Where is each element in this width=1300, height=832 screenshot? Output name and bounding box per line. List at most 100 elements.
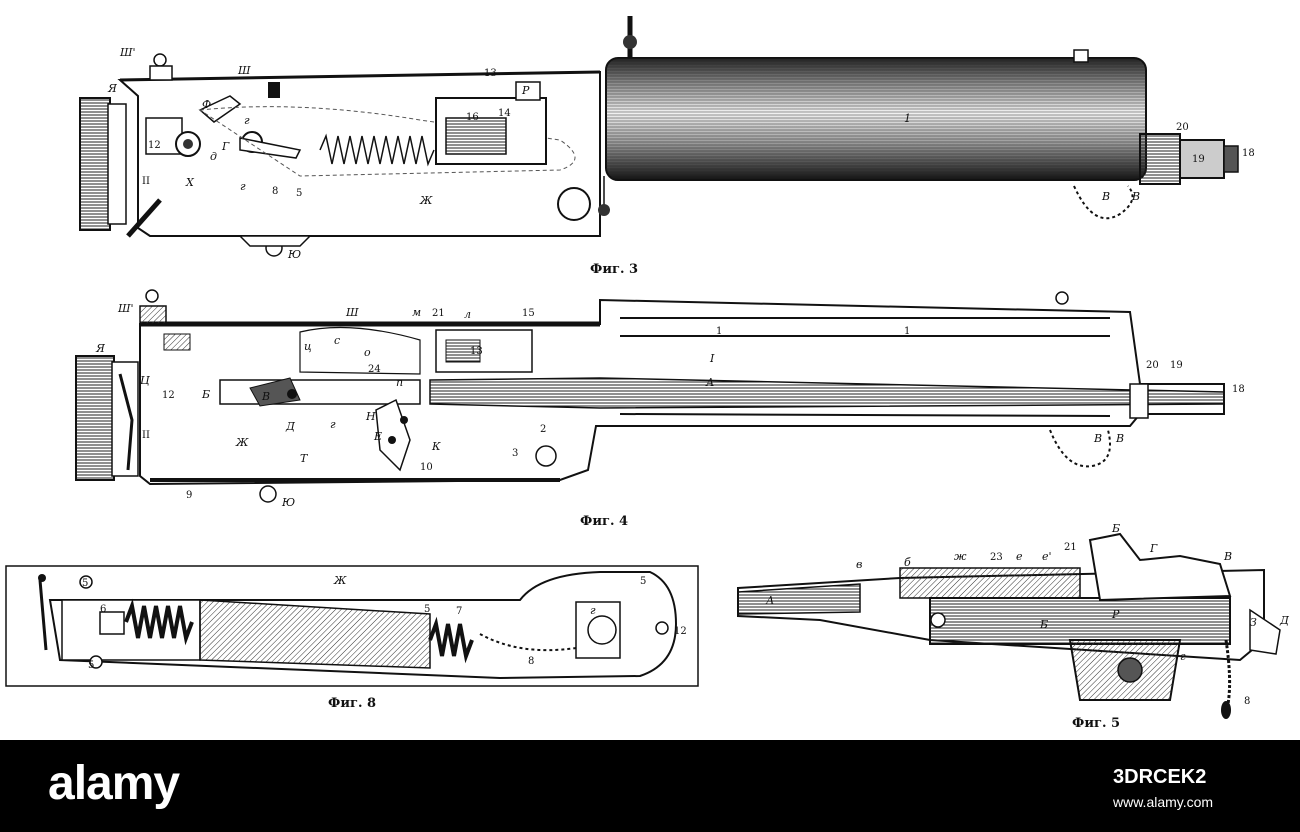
fig3-label-11: II (142, 176, 150, 187)
fig5-label-4: 23 (990, 552, 1003, 563)
fig4-label-29: 1 (904, 326, 910, 337)
source-url: www.alamy.com (1113, 794, 1214, 810)
fig4-label-27: 2 (540, 424, 546, 435)
fig4-label-28: 1 (716, 326, 722, 337)
fig8-label-5: 7 (456, 606, 462, 617)
fig4-label-32: 20 (1146, 360, 1159, 371)
fig3-label-5: Ф (202, 98, 211, 111)
fig3-label-1: Ш (237, 64, 251, 77)
fig3-label-7: Г (221, 140, 230, 153)
fig8-label-1: Ж (333, 574, 347, 587)
fig3-label-0: Ш' (119, 46, 136, 59)
fig4-label-30: I (709, 352, 715, 365)
fig3-label-23: 16 (466, 112, 479, 123)
stock-watermark-footer: alamy 3DRCEK2 www.alamy.com (0, 740, 1300, 832)
figure-8-drawing (5, 565, 699, 687)
fig5-label-3: ж (954, 550, 967, 563)
fig5-label-2: б (904, 556, 911, 569)
fig3-label-20: В (1101, 190, 1110, 203)
fig5-label-12: Р (1111, 608, 1120, 621)
figure-4-drawing (75, 289, 1225, 503)
fig5-label-5: е (1016, 550, 1023, 563)
fig4-label-38: п (396, 376, 403, 389)
fig4-label-24: 9 (186, 490, 192, 501)
fig4-label-35: В (1093, 432, 1102, 445)
figure-5-labels: А в б ж 23 е е' 21 Б Г В Б Р З Д г 8 (765, 522, 1290, 707)
fig4-label-37: 13 (470, 346, 483, 357)
fig3-label-24: 14 (498, 108, 511, 119)
fig3-label-18: 19 (1192, 154, 1205, 165)
fig3-label-9: д (210, 150, 217, 163)
fig4-label-8: Ц (140, 374, 150, 387)
fig4-label-31: А (705, 376, 714, 389)
figure-3-drawing (79, 16, 1239, 257)
fig4-label-21: II (142, 430, 150, 441)
fig4-label-33: 19 (1170, 360, 1183, 371)
fig5-label-1: в (856, 558, 862, 571)
figure-5-caption: Фиг. 5 (1072, 716, 1121, 731)
fig5-label-15: г (1180, 650, 1186, 663)
fig3-label-8: 12 (148, 140, 161, 151)
fig3-label-22: Ю (287, 248, 301, 261)
fig4-label-5: 15 (522, 308, 535, 319)
fig5-label-16: 8 (1244, 696, 1250, 707)
fig8-label-3: 6 (100, 604, 106, 615)
fig8-label-4: 5 (424, 604, 430, 615)
figure-4-labels: Ш' Ш м 21 л 15 Я ц Ц с о 24 12 Б В Д г Н… (95, 302, 1245, 509)
fig4-label-20: 10 (420, 462, 433, 473)
figure-8-caption: Фиг. 8 (328, 696, 377, 711)
fig4-label-1: Ш (345, 306, 359, 319)
fig5-label-11: Б (1039, 618, 1048, 631)
figure-3-caption: Фиг. 3 (590, 262, 639, 277)
fig4-label-17: Н (365, 410, 376, 423)
fig8-label-2: 5 (640, 576, 646, 587)
fig3-label-10: Х (185, 176, 195, 189)
fig3-label-2: Я (107, 82, 118, 95)
fig4-label-34: 18 (1232, 384, 1245, 395)
fig5-label-8: Б (1111, 522, 1120, 535)
fig4-label-18: Е (373, 430, 382, 443)
fig3-label-12: г (240, 180, 246, 193)
fig3-label-6: г (244, 114, 250, 127)
fig3-label-15: Ж (419, 194, 433, 207)
fig5-label-0: А (765, 594, 774, 607)
figure-3-labels: Ш' Ш Я 13 Р Ф г Г 12 д Х II г 8 5 Ж 1 20… (107, 46, 1255, 261)
fig3-label-16: 1 (904, 112, 911, 125)
fig4-label-0: Ш' (117, 302, 134, 315)
fig4-label-11: 24 (368, 364, 381, 375)
fig3-label-17: 20 (1176, 122, 1189, 133)
fig4-label-26: 3 (512, 448, 518, 459)
fig3-label-3: 13 (484, 68, 497, 79)
figure-5-drawing (737, 532, 1281, 719)
figure-4-caption: Фиг. 4 (580, 514, 629, 529)
fig4-label-22: Ж (235, 436, 249, 449)
fig4-label-36: В (1115, 432, 1124, 445)
fig3-label-19: 18 (1242, 148, 1255, 159)
fig8-label-7: 12 (674, 626, 687, 637)
fig8-label-0: 5 (82, 578, 88, 589)
fig5-label-10: В (1223, 550, 1232, 563)
fig4-label-9: с (334, 334, 340, 347)
fig4-label-23: Т (300, 452, 309, 465)
figure-8-labels: 5 Ж 5 6 5 7 г 12 8 5 (82, 574, 687, 671)
fig4-label-16: г (330, 418, 336, 431)
fig4-label-25: Ю (281, 496, 295, 509)
fig4-label-7: ц (304, 340, 312, 353)
fig5-label-6: е' (1042, 550, 1052, 563)
fig3-label-13: 8 (272, 186, 278, 197)
fig8-label-9: 5 (88, 660, 94, 671)
fig4-label-12: 12 (162, 390, 175, 401)
fig4-label-4: л (464, 308, 471, 321)
engraving-plate: Ш' Ш Я 13 Р Ф г Г 12 д Х II г 8 5 Ж 1 20… (5, 16, 1290, 731)
fig5-label-14: Д (1279, 614, 1290, 627)
fig4-label-15: Д (285, 420, 296, 433)
fig4-label-2: м (412, 306, 421, 319)
fig3-label-4: Р (521, 84, 530, 97)
fig4-label-13: Б (201, 388, 210, 401)
fig5-label-7: 21 (1064, 542, 1077, 553)
fig8-label-8: 8 (528, 656, 534, 667)
alamy-logo: alamy (48, 757, 180, 810)
fig3-label-21: В (1131, 190, 1140, 203)
fig5-label-13: З (1250, 616, 1257, 629)
fig4-label-6: Я (95, 342, 106, 355)
